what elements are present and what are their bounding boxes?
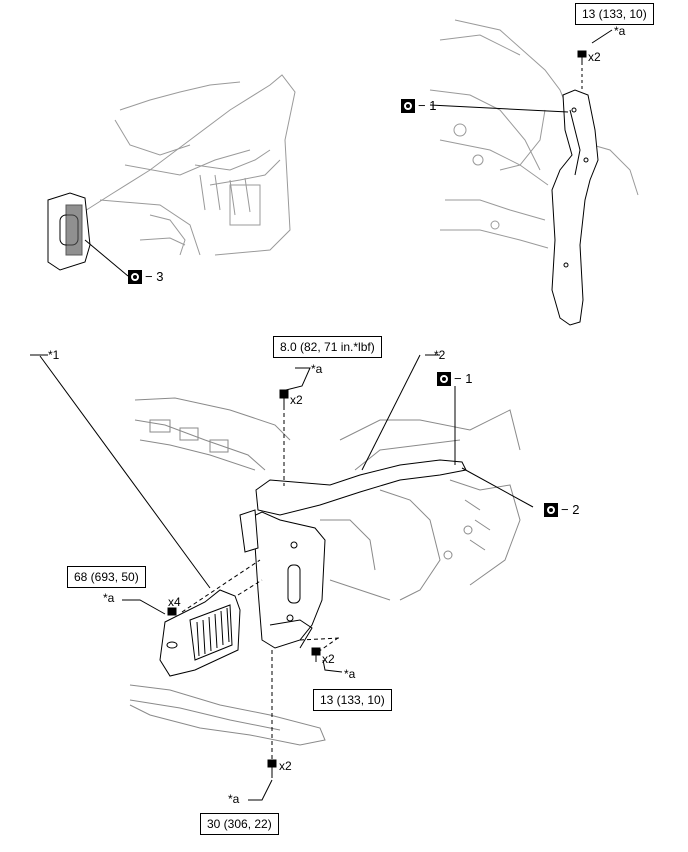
callout-3-text: − 3	[145, 269, 164, 284]
star-a-label-lower: *a	[344, 667, 356, 681]
callout-2-main-text: − 2	[561, 502, 580, 517]
callout-2-main: − 2	[544, 502, 579, 517]
star-a-label-bottom: *a	[228, 792, 240, 806]
bolt-middle	[280, 390, 288, 406]
main-body-frame	[135, 398, 520, 600]
x2-label-bottom: x2	[279, 759, 292, 773]
torque-box-top-right: 13 (133, 10)	[575, 3, 654, 25]
callout-1-main: − 1	[437, 371, 472, 386]
callout-1-main-text: − 1	[454, 371, 473, 386]
star-2-label: *2	[434, 348, 446, 362]
bolt-lower	[312, 648, 320, 662]
callout-1-text: − 1	[418, 98, 437, 113]
main-bracket-left	[160, 590, 240, 676]
top-left-bracket	[48, 193, 128, 276]
torque-box-bottom: 30 (306, 22)	[200, 813, 279, 835]
top-right-support	[430, 62, 598, 325]
top-left-body-view	[55, 75, 295, 255]
callout-1-top-right: − 1	[401, 98, 436, 113]
replace-part-icon	[437, 371, 451, 386]
main-leader-lines	[30, 355, 533, 800]
main-dashed-lines	[182, 406, 340, 760]
star-a-label-top-right: *a	[614, 24, 626, 38]
top-right-bolt	[578, 51, 586, 64]
torque-box-middle: 8.0 (82, 71 in.*lbf)	[273, 336, 382, 358]
x4-label-left: x4	[168, 595, 181, 609]
x2-label-middle: x2	[290, 393, 303, 407]
main-front-beam	[130, 685, 325, 745]
torque-box-left: 68 (693, 50)	[67, 566, 146, 588]
star-a-label-middle: *a	[311, 362, 323, 376]
x2-label-top-right: x2	[588, 50, 601, 64]
bolt-left	[168, 608, 176, 615]
replace-part-icon	[544, 502, 558, 517]
main-support-assembly	[240, 460, 466, 648]
bolt-bottom	[268, 760, 276, 778]
x2-label-lower: x2	[322, 652, 335, 666]
star-1-label: *1	[48, 348, 60, 362]
torque-box-lower-middle: 13 (133, 10)	[313, 689, 392, 711]
top-right-body-view	[430, 20, 638, 248]
replace-part-icon	[401, 98, 415, 113]
star-a-label-left: *a	[103, 591, 115, 605]
callout-3-top-left: − 3	[128, 269, 163, 284]
replace-part-icon	[128, 269, 142, 284]
